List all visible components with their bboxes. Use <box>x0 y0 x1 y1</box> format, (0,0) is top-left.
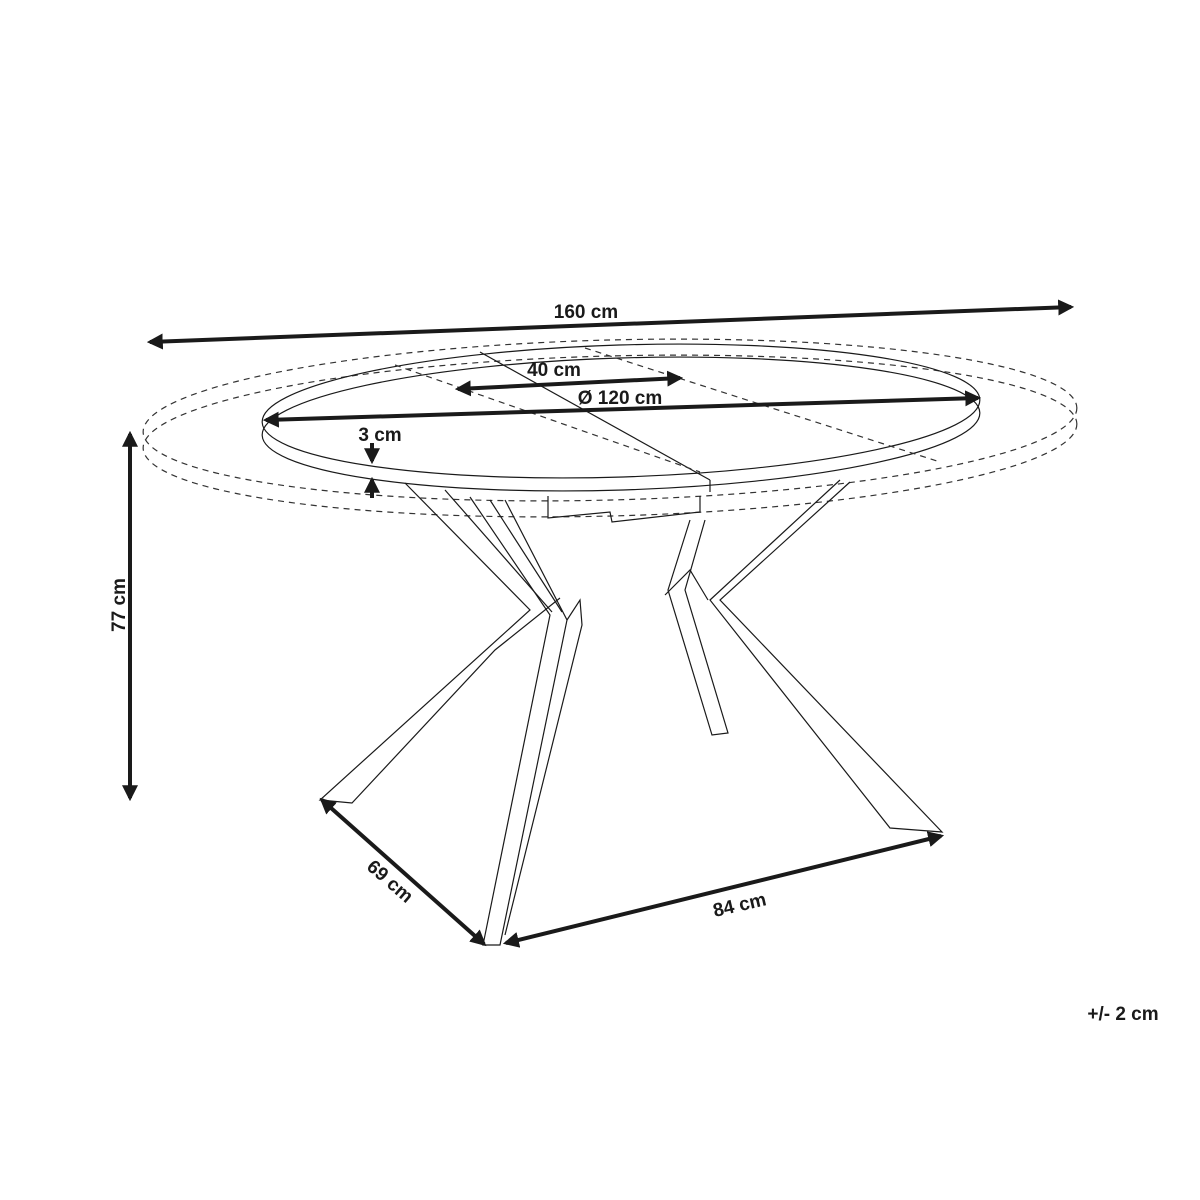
dimension-arrow-160 <box>146 299 1075 350</box>
label-top-thickness: 3 cm <box>358 425 401 446</box>
dimension-arrow-40 <box>454 370 684 397</box>
table-legs <box>318 479 944 946</box>
label-extended-length: 160 cm <box>554 302 618 323</box>
label-height: 77 cm <box>109 578 130 632</box>
label-tolerance: +/- 2 cm <box>1087 1004 1158 1025</box>
label-base-width: 84 cm <box>711 889 768 922</box>
label-extension-leaf: 40 cm <box>527 360 581 381</box>
label-diameter: Ø 120 cm <box>578 388 663 409</box>
label-base-depth: 69 cm <box>362 856 416 907</box>
dimension-arrow-84 <box>502 831 945 948</box>
dimension-arrow-69 <box>319 797 487 947</box>
dimension-arrow-120 <box>262 390 982 428</box>
